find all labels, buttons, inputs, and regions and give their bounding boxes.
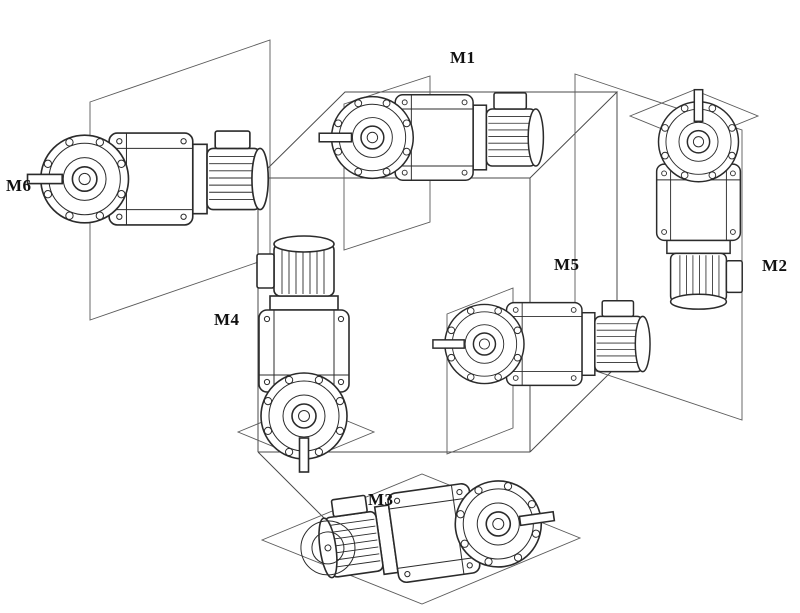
label-m2: M2 xyxy=(762,256,788,275)
label-m6: M6 xyxy=(6,176,32,195)
gearmotor-m3 xyxy=(295,470,560,597)
mounting-plane-m3 xyxy=(260,473,582,605)
label-m3: M3 xyxy=(368,490,394,509)
label-m1: M1 xyxy=(450,48,476,67)
gearmotor-m5 xyxy=(432,300,651,387)
mounting-plane-m1 xyxy=(343,75,431,251)
label-m4: M4 xyxy=(214,310,240,329)
label-m5: M5 xyxy=(554,255,580,274)
gearmotor-m1 xyxy=(318,92,545,182)
mounting-plane-m5 xyxy=(446,287,514,455)
gearmotor-m4 xyxy=(256,235,350,473)
gearmotor-m2 xyxy=(655,88,743,310)
gearmotor-m6 xyxy=(26,130,270,226)
